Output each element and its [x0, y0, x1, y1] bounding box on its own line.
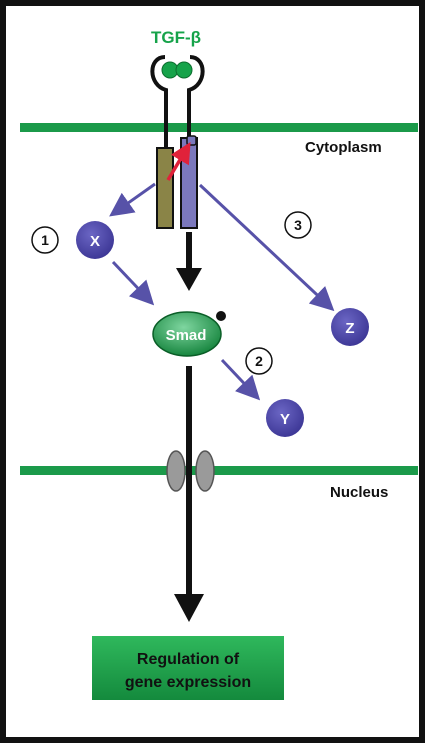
plasma-membrane	[20, 123, 418, 132]
mediator-y-label: Y	[280, 411, 290, 428]
receptor-type1-arm	[187, 55, 205, 140]
mediator-x	[76, 221, 114, 259]
mediator-x-label: X	[90, 233, 100, 250]
pathway-3-marker	[284, 211, 312, 239]
arrow-smad-to-nucleus-head	[174, 594, 204, 622]
gene-expression-line2: gene expression	[125, 674, 251, 691]
receptor-type2-kinase	[156, 147, 174, 229]
nuclear-pore-left	[166, 450, 186, 492]
gene-expression-box	[92, 636, 284, 700]
pathway-3-number: 3	[294, 217, 302, 233]
nuclear-membrane	[20, 466, 418, 475]
nucleus-label: Nucleus	[330, 484, 388, 501]
mediator-z-label: Z	[345, 320, 354, 337]
arrow-receptor-to-smad-head	[176, 268, 202, 291]
pathway-1-marker	[31, 226, 59, 254]
smad-protein	[152, 311, 222, 357]
receptor-phospho-site	[186, 135, 197, 146]
ligand-circle-right	[175, 61, 193, 79]
gene-expression-line1: Regulation of	[137, 651, 240, 668]
cytoplasm-label: Cytoplasm	[305, 139, 382, 156]
receptor-type2-arm	[150, 55, 168, 150]
arrow-x-to-smad	[111, 260, 155, 306]
arrow-receptor-to-x	[109, 182, 156, 217]
smad-phosphate	[216, 311, 226, 321]
mediator-y	[266, 399, 304, 437]
pathway-2-marker	[245, 347, 273, 375]
smad-label: Smad	[166, 327, 207, 344]
pathway-2-number: 2	[255, 353, 263, 369]
mediator-z	[331, 308, 369, 346]
tgf-beta-label: TGF-β	[151, 28, 201, 47]
nuclear-pore-right	[195, 450, 215, 492]
phosphorylation-arrow	[166, 141, 191, 181]
arrow-receptor-to-z	[198, 183, 335, 312]
arrow-smad-to-y	[220, 358, 261, 401]
pathway-1-number: 1	[41, 232, 49, 248]
